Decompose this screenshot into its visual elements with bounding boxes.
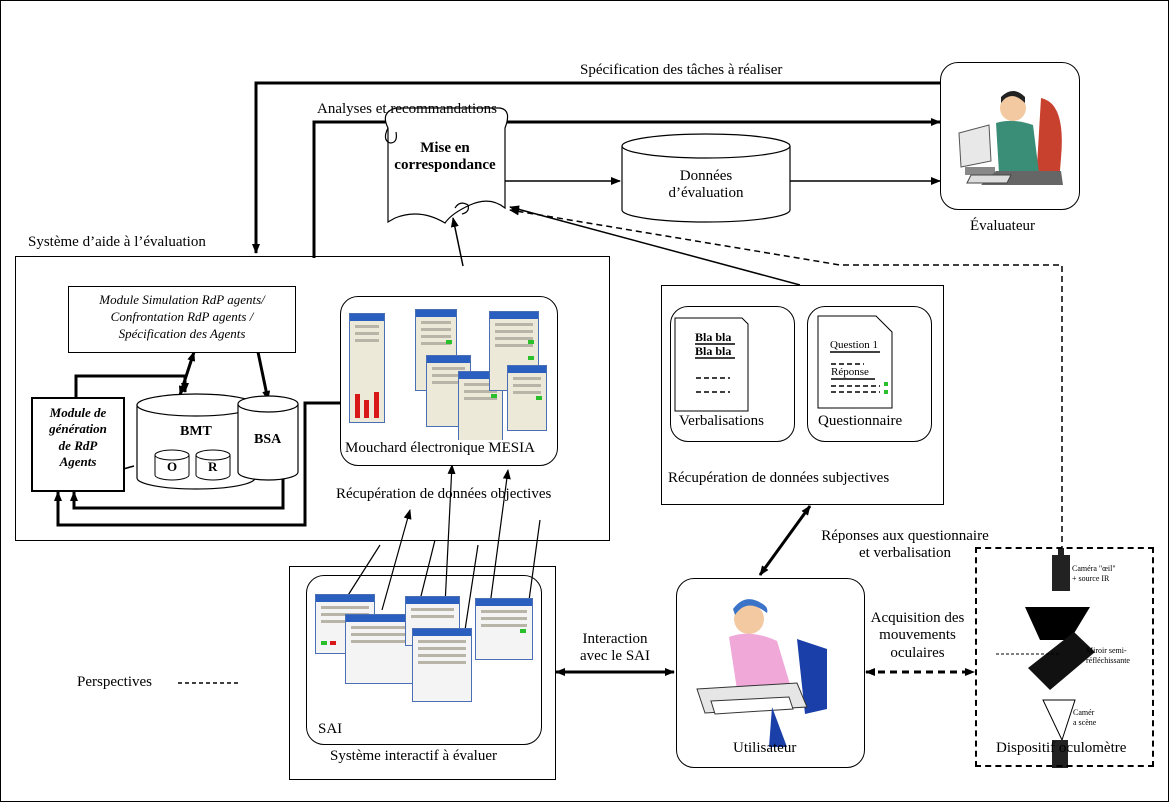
reponse-label: Réponse xyxy=(831,366,869,378)
aide-to-mise-arrow xyxy=(450,217,464,267)
recup-subjectives-label: Récupération de données subjectives xyxy=(668,470,890,486)
mouchard-link-1 xyxy=(344,544,381,601)
gen-bmt-arrow xyxy=(74,374,189,398)
module-simulation-box: Module Simulation RdP agents/Confrontati… xyxy=(68,286,296,353)
sai-window-4 xyxy=(412,628,472,702)
systeme-interactif-box xyxy=(289,566,556,780)
analyses-arrow xyxy=(312,118,941,258)
bmt-label: BMT xyxy=(180,424,212,439)
evaluateur-label: Évaluateur xyxy=(970,218,1035,234)
bsa-cylinder xyxy=(237,395,299,481)
oculometre-to-mise-arrow xyxy=(509,207,1063,552)
spec-label: Spécification des tâches à réaliser xyxy=(580,62,783,78)
perspectives-label: Perspectives xyxy=(77,674,152,690)
recup-objectives-label: Récupération de données objectives xyxy=(336,486,552,502)
bla-bla-1: Bla bla xyxy=(695,330,732,344)
sim-bsa-arrow xyxy=(256,351,271,401)
mise-shape xyxy=(384,107,509,224)
mouchard-window-1 xyxy=(349,313,385,423)
sai-window-2 xyxy=(345,614,415,684)
bmt-r-label: R xyxy=(208,459,218,474)
sai-label: SAI xyxy=(318,721,343,737)
reponses-arrow xyxy=(758,505,812,576)
donnees-cylinder xyxy=(621,133,791,223)
systeme-aide-label: Système d’aide à l’évaluation xyxy=(28,234,206,250)
verbalisation-doc xyxy=(674,317,749,412)
evaluateur-box xyxy=(940,62,1080,210)
systeme-aide-box xyxy=(15,256,610,541)
spec-arrow xyxy=(252,81,940,254)
analyses-label: Analyses et recommandations xyxy=(317,101,497,117)
subjectives-box xyxy=(661,285,944,505)
utilisateur-person-icon xyxy=(696,599,827,747)
question-1-label: Question 1 xyxy=(830,339,878,351)
miroir-label: Miroir semi-réfléchissante xyxy=(1086,646,1130,665)
dispositif-label: Dispositif oculomètre xyxy=(996,740,1127,756)
mouchard-link-2 xyxy=(381,509,412,611)
questionnaire-doc xyxy=(817,315,893,409)
camera-oeil-label: Caméra "œil"+ source IR xyxy=(1072,564,1116,583)
bmt-o-label: O xyxy=(167,459,178,474)
questionnaire-label: Questionnaire xyxy=(818,413,903,429)
utilisateur-label: Utilisateur xyxy=(733,740,797,756)
bsa-to-gen-arrow xyxy=(70,478,285,510)
subjective-to-mise-arrow xyxy=(509,205,801,286)
mouchard-link-5 xyxy=(464,544,479,631)
sai-window-5 xyxy=(475,598,533,660)
mouchard-label: Mouchard électronique MESIA xyxy=(345,440,535,458)
mouchard-window-6 xyxy=(507,365,547,431)
mouchard-link-6 xyxy=(489,469,511,606)
questionnaire-panel xyxy=(807,306,932,442)
systeme-interactif-label: Système interactif à évaluer xyxy=(330,748,498,764)
bsa-label: BSA xyxy=(254,432,282,447)
utilisateur-box xyxy=(676,578,865,768)
mouchard-link-4 xyxy=(444,464,456,606)
mouchard-to-gen-arrow xyxy=(54,401,340,527)
verbalisation-panel xyxy=(670,306,795,442)
dispositif-box xyxy=(975,547,1154,767)
verbalisations-label: Verbalisations xyxy=(679,413,764,429)
eye-tracker-drawing xyxy=(996,548,1095,768)
module-simulation-label: Module Simulation RdP agents/Confrontati… xyxy=(99,292,265,341)
bla-bla-2: Bla bla xyxy=(695,344,732,358)
sai-panel xyxy=(306,575,542,745)
evaluateur-person-icon xyxy=(958,91,1063,185)
mouchard-box xyxy=(340,296,558,466)
